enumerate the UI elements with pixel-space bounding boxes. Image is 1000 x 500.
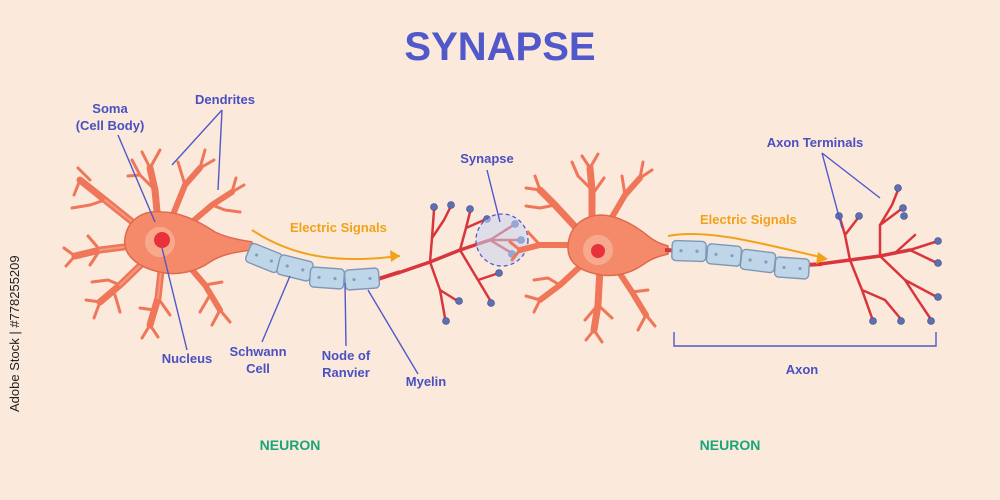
label-schwann: Schwann <box>229 344 286 359</box>
right-signal-label: Electric Signals <box>700 212 797 227</box>
label-node: Node of <box>322 348 371 363</box>
left-neuron-label: NEURON <box>260 437 321 453</box>
right-axon <box>664 184 942 325</box>
pointer-nucleus <box>161 247 188 351</box>
right-signal-arrow <box>667 233 828 264</box>
diagram-title: SYNAPSE <box>404 25 595 69</box>
pointer-dendrites-1 <box>171 109 223 166</box>
left-neuron <box>62 148 525 340</box>
left-nucleus <box>154 232 170 248</box>
label-soma: Soma <box>92 101 128 116</box>
label-synapse: Synapse <box>460 151 513 166</box>
pointer-schwann <box>261 275 291 343</box>
pointer-dendrites-2 <box>217 109 223 191</box>
left-signal-arrow <box>251 229 401 262</box>
right-axon-terminals <box>818 184 942 325</box>
left-dendrites <box>62 148 246 340</box>
left-signal-label: Electric Signals <box>290 220 387 235</box>
right-dendrites <box>508 152 657 344</box>
left-soma <box>124 210 253 275</box>
label-axon: Axon <box>786 362 819 377</box>
right-neuron <box>508 152 942 344</box>
label-dendrites: Dendrites <box>195 92 255 107</box>
label-axon-terminals: Axon Terminals <box>767 135 864 150</box>
pointer-soma <box>117 134 156 223</box>
pointer-myelin <box>367 289 419 375</box>
pointer-terminals-1 <box>821 152 843 229</box>
axon-bracket <box>673 332 937 347</box>
stock-watermark: Adobe Stock | #778255209 <box>7 255 22 412</box>
right-soma <box>567 214 669 277</box>
pointer-terminals-2 <box>821 152 881 199</box>
right-neuron-label: NEURON <box>700 437 761 453</box>
left-myelin-sheaths <box>244 242 381 291</box>
synapse-highlight <box>475 213 529 267</box>
pointer-node <box>344 282 347 347</box>
label-schwann-sub: Cell <box>246 361 270 376</box>
label-soma-sub: (Cell Body) <box>76 118 145 133</box>
label-myelin: Myelin <box>406 374 447 389</box>
label-nucleus: Nucleus <box>162 351 213 366</box>
right-myelin-sheaths <box>671 239 811 280</box>
right-nucleus <box>591 244 605 258</box>
label-node-sub: Ranvier <box>322 365 370 380</box>
pointer-synapse <box>486 169 501 223</box>
